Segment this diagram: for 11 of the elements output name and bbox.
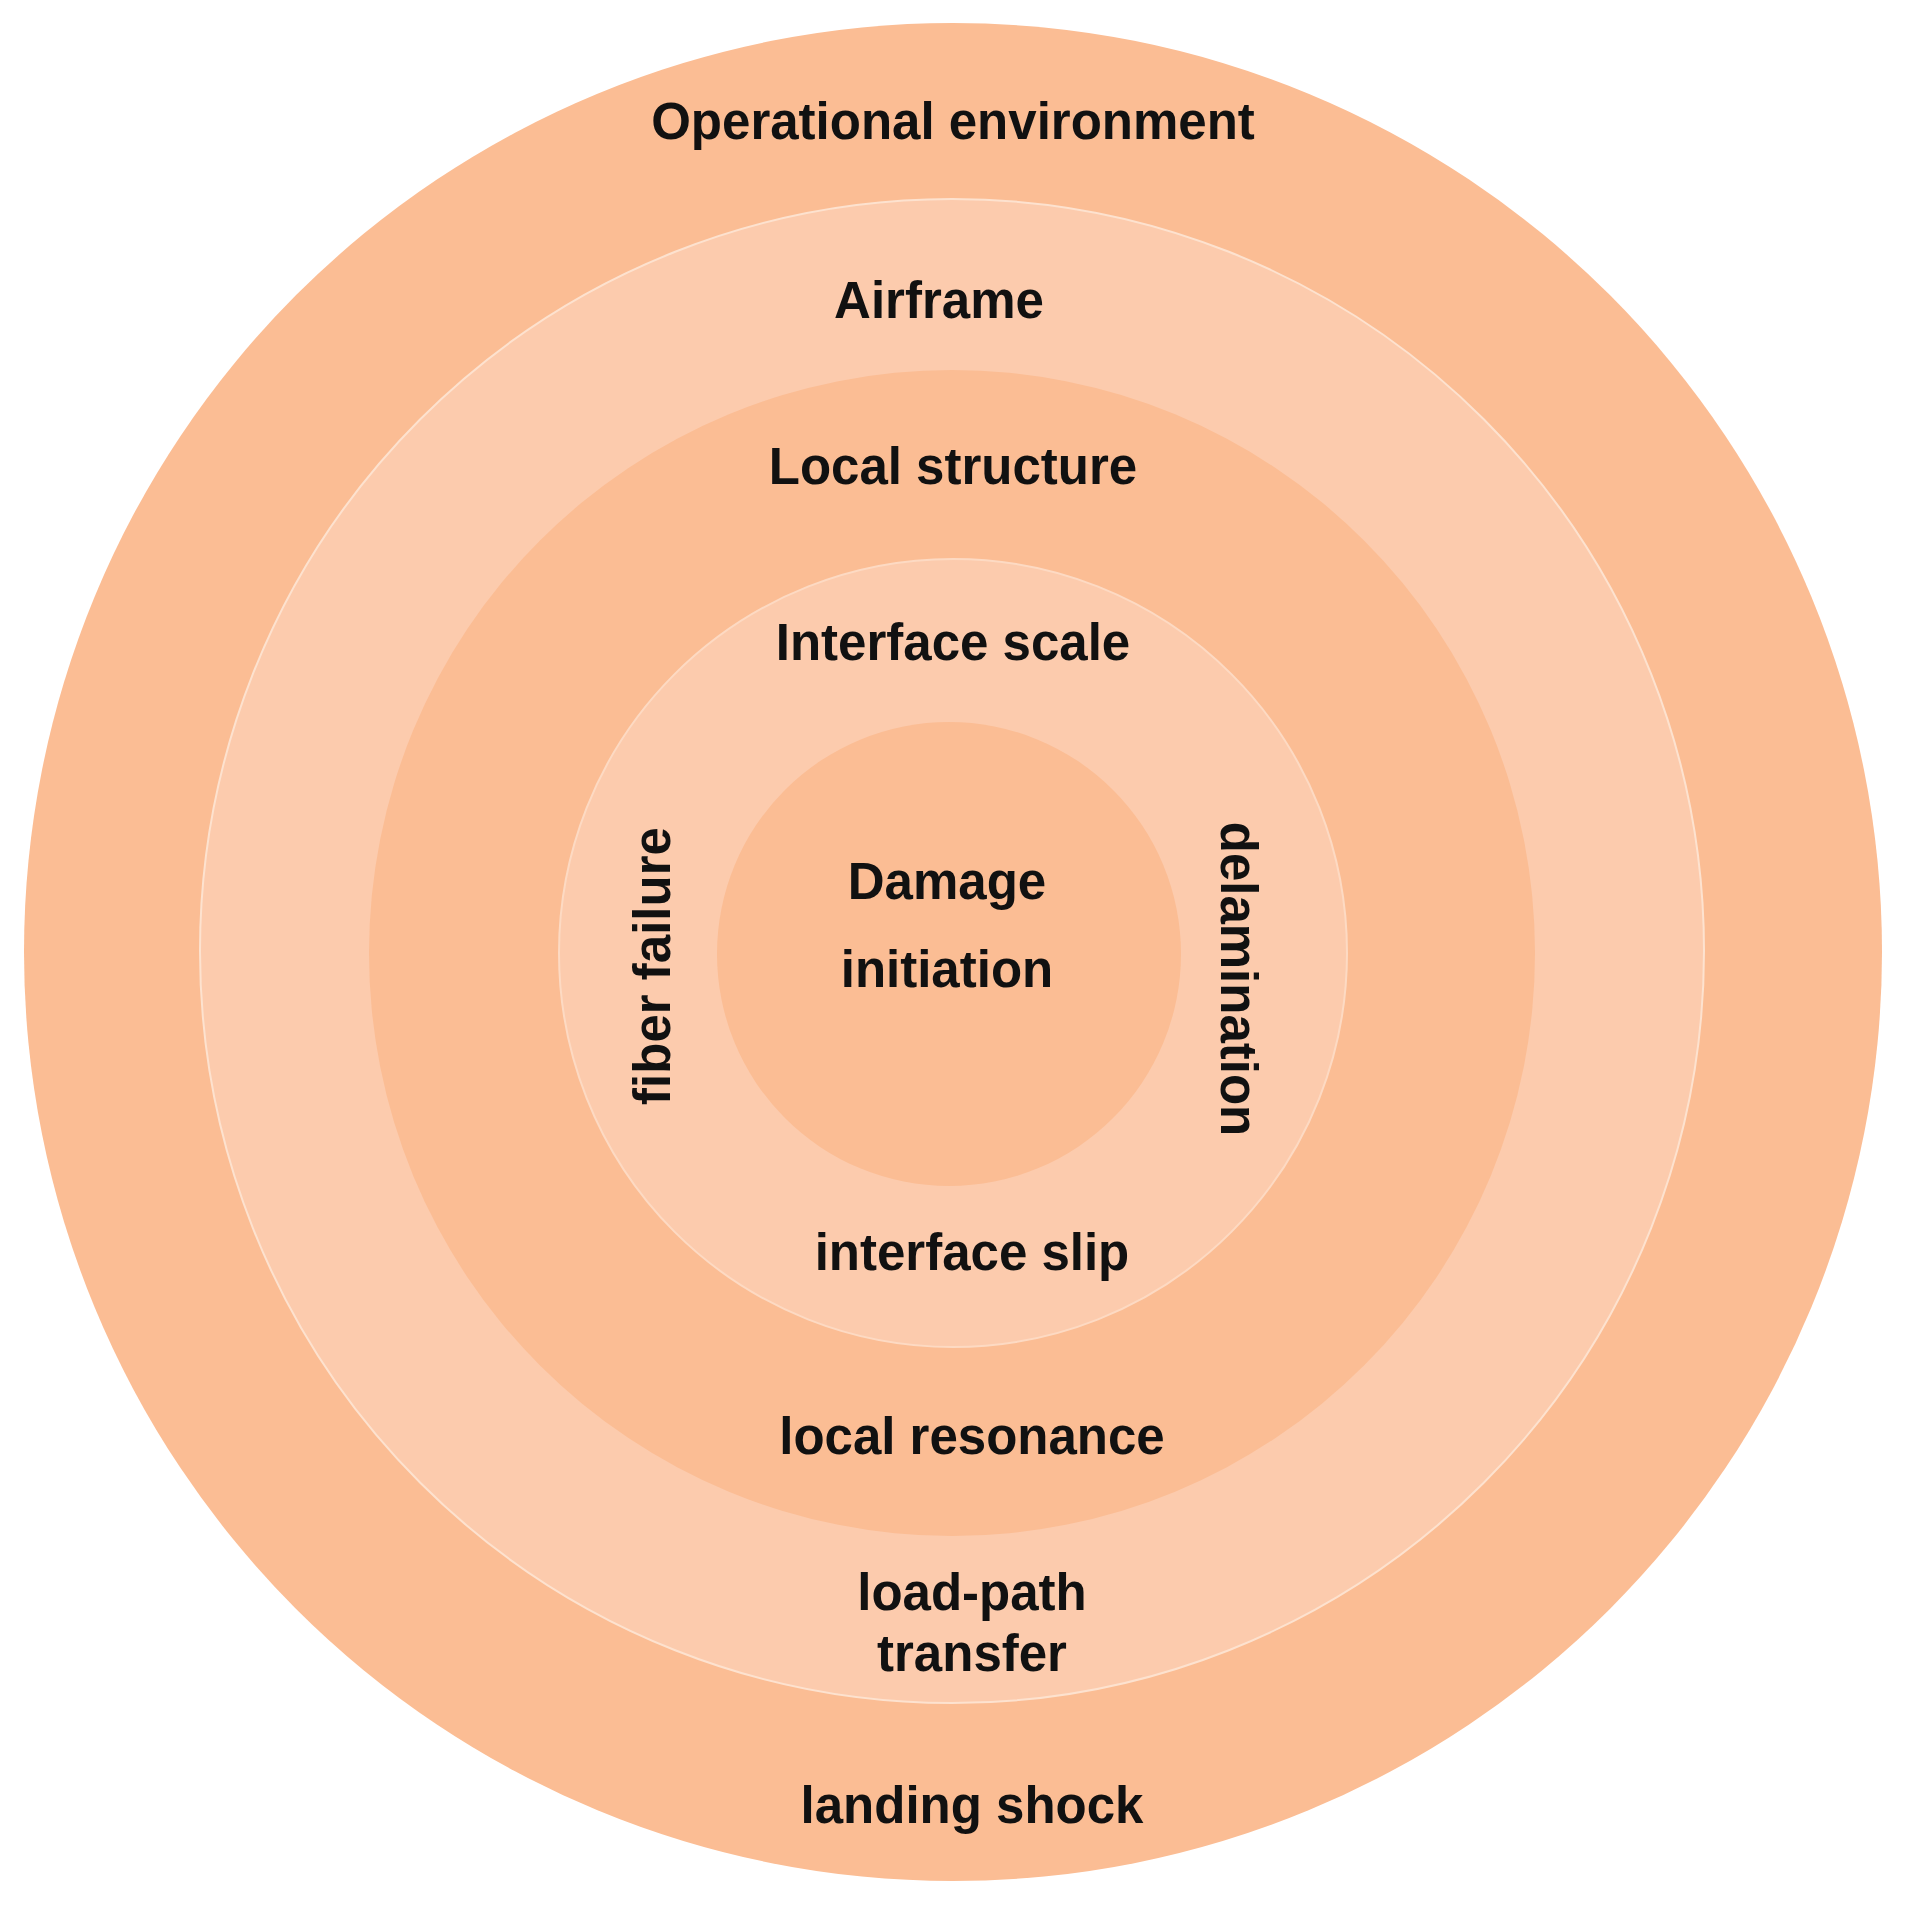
level-title: Interface scale [775,613,1131,673]
level-title: Airframe [834,271,1044,331]
effect-label: delamination [1209,821,1268,1137]
level-title: Operational environment [651,92,1255,152]
effect-label: interface slip [814,1223,1130,1283]
effect-label: load-path transfer [856,1563,1088,1684]
effect-label: landing shock [800,1776,1144,1836]
effect-label: local resonance [779,1407,1165,1467]
center-label: Damage initiation [839,851,1055,1000]
level-title: Local structure [768,437,1138,497]
effect-label: fiber failure [623,827,682,1105]
